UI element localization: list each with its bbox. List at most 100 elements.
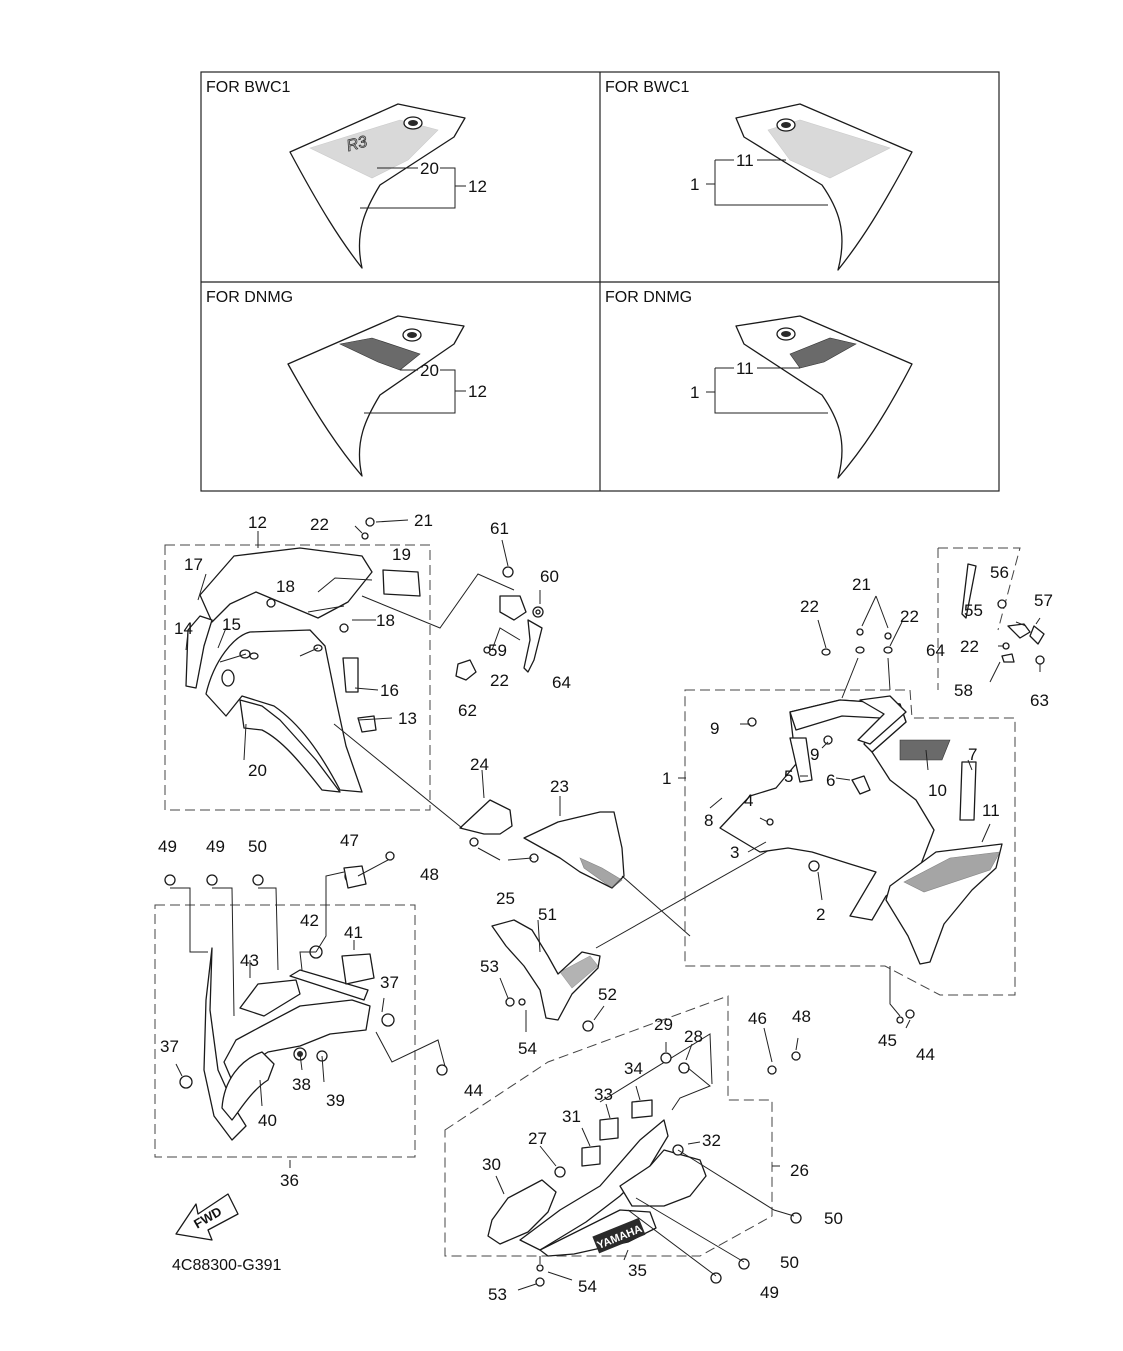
callout-52: 52 [598,985,617,1004]
callout-37: 37 [160,1037,179,1056]
label-41 [341,953,375,985]
callout-4: 4 [744,791,753,810]
screw-9 [747,717,757,727]
variant-panel-bwc1-right: FOR BWC1 11 1 [605,79,913,271]
bolt-49 [164,874,176,886]
callout-44: 44 [916,1045,935,1064]
callout-54: 54 [578,1277,597,1296]
variant-title: FOR BWC1 [206,79,291,96]
callout-10: 10 [928,781,947,800]
callout-13: 13 [398,709,417,728]
callout-24: 24 [470,755,489,774]
callout-55: 55 [964,601,983,620]
bolt-50 [252,874,264,886]
callout-28: 28 [684,1027,703,1046]
bracket-51 [491,919,601,1021]
decal-panel-35 [539,1209,657,1257]
screw-21 [856,628,864,636]
callout-53: 53 [488,1285,507,1304]
washer-22 [361,532,369,540]
cowling-stripe [767,119,891,179]
assembly-group-1 [678,547,1045,1029]
under-bracket-51 [491,919,605,1032]
assembly-group-36 [154,851,448,1168]
variant-title: FOR DNMG [206,289,293,306]
callout-23: 23 [550,777,569,796]
bolt-48 [791,1051,801,1061]
callout-62: 62 [458,701,477,720]
callout-59: 59 [488,641,507,660]
callout-64: 64 [552,673,571,692]
callout-42: 42 [300,911,319,930]
svg-text:R3: R3 [345,133,369,155]
fwd-arrow-icon: FWD [175,1193,239,1241]
side-cowling-12 [205,629,363,793]
screw-21 [365,517,375,527]
callout-11: 11 [982,801,1000,820]
damper-7 [959,761,977,821]
side-cowling-left-bwc1 [289,103,466,269]
callout-41: 41 [344,923,363,942]
damper-33 [599,1117,619,1141]
callout-47: 47 [340,831,359,850]
leader-lines [333,723,781,1103]
callout-22: 22 [490,671,509,690]
nut-27 [554,1166,566,1178]
callout-14: 14 [174,619,193,638]
variant-panel-bwc1-left: FOR BWC1 R3 20 12 [206,79,487,269]
rod-64 [961,563,977,619]
callout-50: 50 [780,1253,799,1272]
callout-43: 43 [240,951,259,970]
callout-21: 21 [414,511,433,530]
bolt-48 [385,851,395,861]
callout-labels: 12 22 21 19 17 18 18 14 15 16 13 20 61 6… [158,511,1053,1304]
callout-45: 45 [878,1031,897,1050]
callout-25: 25 [496,889,515,908]
label-10 [899,739,951,761]
callout-64: 64 [926,641,945,660]
cowling-decal [789,337,857,369]
callout-51: 51 [538,905,557,924]
assembly-group-12 [164,517,515,811]
nut-37 [179,1075,193,1089]
inner-cowling-upper [199,547,373,623]
callout-40: 40 [258,1111,277,1130]
bracket-assembly-59 [455,539,544,681]
callout-label: 20 [420,361,439,380]
variant-panel-dnmg-right: FOR DNMG 11 1 [605,289,913,479]
callout-20: 20 [248,761,267,780]
callout-16: 16 [380,681,399,700]
callout-22: 22 [960,637,979,656]
under-cowling-rear [619,1149,707,1207]
panel-40 [221,1051,275,1121]
callout-31: 31 [562,1107,581,1126]
callout-3: 3 [730,843,739,862]
variant-panel-dnmg-left: FOR DNMG 20 12 [206,289,487,477]
callout-label: 12 [468,177,487,196]
damper-16 [342,657,359,693]
callout-22: 22 [800,597,819,616]
callout-label: 1 [690,175,699,194]
variant-panel-grid [200,71,1000,492]
callout-22: 22 [900,607,919,626]
washer-54 [536,1264,544,1272]
callout-6: 6 [826,771,835,790]
variant-title: FOR BWC1 [605,79,690,96]
callout-50: 50 [824,1209,843,1228]
callout-8: 8 [704,811,713,830]
screw-53 [535,1277,545,1287]
bracket-43 [239,979,301,1017]
damper-34 [631,1099,653,1119]
side-cowling-left-dnmg [287,315,465,477]
callout-9: 9 [710,719,719,738]
callout-46: 46 [748,1009,767,1028]
callout-49: 49 [760,1283,779,1302]
callout-18: 18 [276,577,295,596]
callout-22: 22 [310,515,329,534]
callout-49: 49 [158,837,177,856]
damper-5 [789,737,813,783]
nut-28 [678,1062,690,1074]
nut-37 [381,1013,395,1027]
cowling-stripe [309,119,439,179]
part-6 [851,775,871,795]
